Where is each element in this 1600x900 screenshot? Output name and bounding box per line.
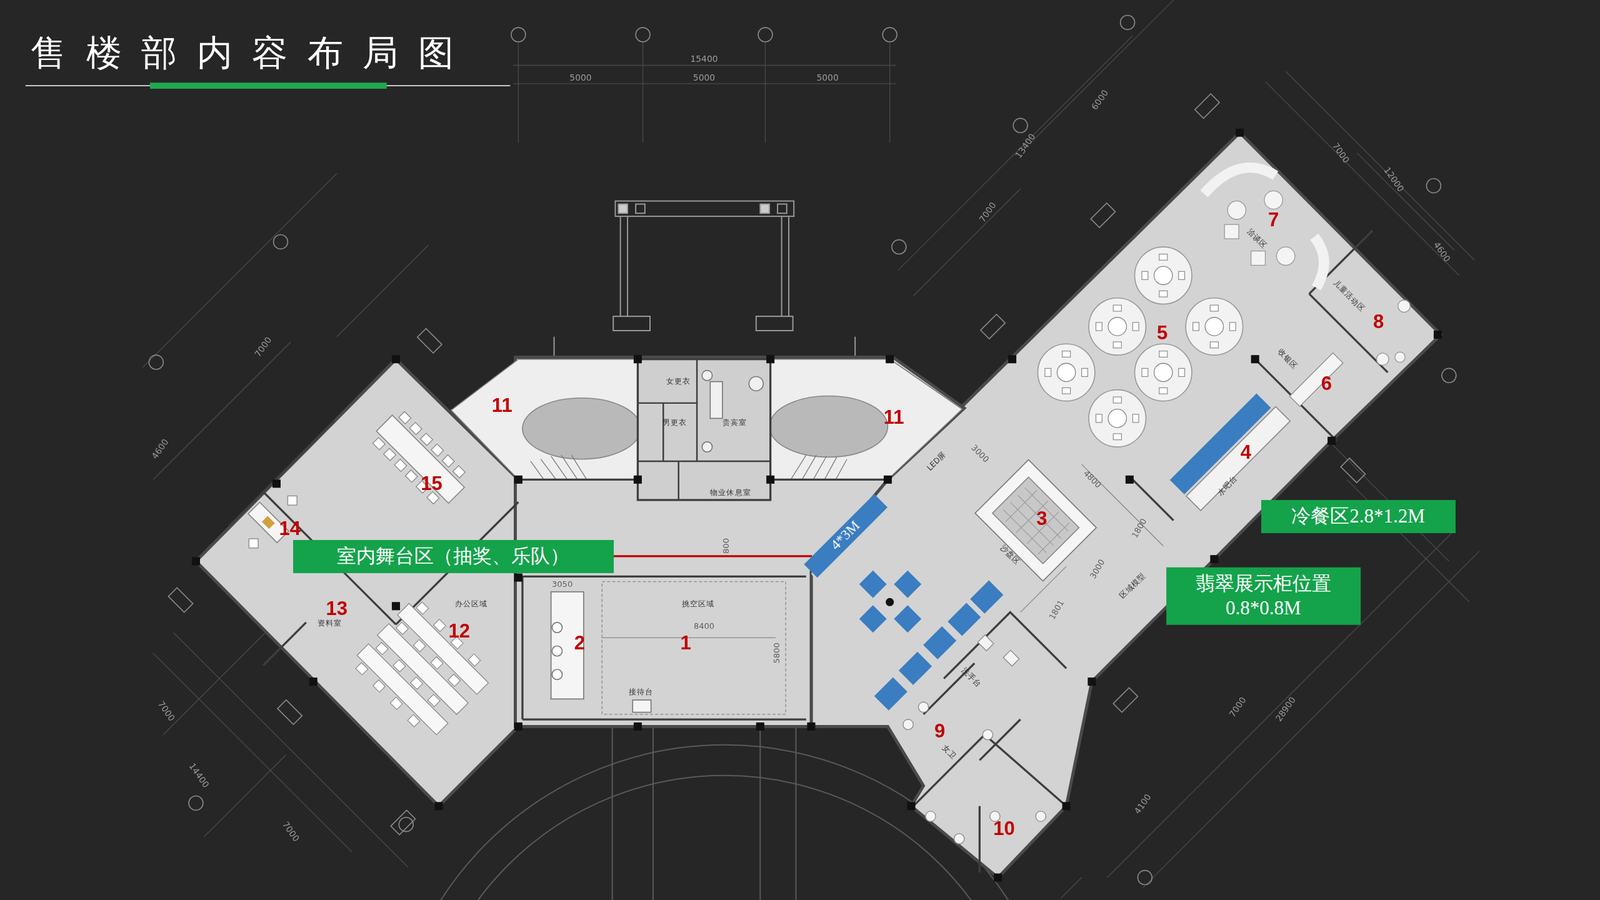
dimension-label: 6000	[1090, 88, 1110, 112]
dimension-label: 7000	[280, 820, 301, 844]
dimension-label: 7000	[253, 335, 274, 359]
callout-number: 11	[883, 407, 905, 427]
dimension-label: 15400	[690, 55, 718, 64]
dimension-label: 7000	[1330, 141, 1351, 165]
dimension-label: 8400	[693, 622, 715, 631]
callout-box: 翡翠展示柜位置 0.8*0.8M	[1166, 567, 1360, 625]
dimension-label: 14400	[187, 761, 211, 790]
callout-number: 3	[1036, 508, 1047, 529]
dimension-label: 5000	[569, 73, 592, 82]
dimension-label: 4100	[1133, 792, 1154, 816]
dimension-label: 7000	[978, 200, 999, 224]
room-label: 接待台	[628, 688, 654, 696]
callout-number: 6	[1321, 373, 1332, 394]
room-label: 贵宾室	[722, 418, 747, 427]
leader-line-stroke	[613, 555, 812, 557]
callout-number: 14	[278, 518, 301, 539]
dimension-label: 5000	[693, 73, 715, 82]
callout-number: 2	[574, 633, 585, 653]
dimension-label: 800	[722, 538, 731, 554]
dimension-label: 3050	[551, 580, 573, 589]
callout-number: 10	[993, 818, 1015, 839]
callout-number: 4	[1240, 442, 1252, 462]
dimension-label: 7000	[156, 700, 177, 724]
callout-box: 室内舞台区（抽奖、乐队）	[293, 540, 614, 573]
callout-number: 11	[491, 395, 513, 415]
room-label: 办公区域	[455, 600, 488, 608]
callout-text: 翡翠展示柜位置 0.8*0.8M	[1174, 571, 1352, 620]
room-label: 物业休息室	[710, 488, 751, 497]
dimension-label: 4600	[150, 437, 171, 461]
callout-text: 室内舞台区（抽奖、乐队）	[301, 543, 606, 569]
dimension-label: 5800	[773, 642, 782, 664]
callout-number: 8	[1373, 311, 1384, 332]
dimension-label: 4600	[1431, 240, 1452, 264]
room-label: 男更衣	[662, 418, 687, 427]
callout-number: 13	[326, 598, 349, 619]
callout-number: 9	[934, 720, 945, 740]
callout-number: 1	[680, 633, 692, 653]
callout-number: 7	[1268, 210, 1279, 230]
callout-text: 冷餐区2.8*1.2M	[1269, 504, 1447, 529]
page-title: 售楼部内容布局图	[30, 33, 474, 74]
callout-number: 12	[448, 620, 470, 640]
callout-box: 冷餐区2.8*1.2M	[1261, 500, 1455, 533]
room-label: 挑空区域	[681, 600, 715, 608]
dimension-label: 5000	[816, 73, 839, 82]
callout-number: 5	[1156, 323, 1168, 343]
room-label: 女更衣	[666, 377, 691, 385]
dimension-label: 7000	[1228, 695, 1249, 719]
room-label: 资料室	[317, 619, 342, 627]
leader-line	[613, 555, 812, 557]
dimension-label: 13400	[1013, 131, 1037, 160]
dimension-label: 28900	[1274, 695, 1298, 724]
callout-number: 15	[420, 473, 443, 494]
